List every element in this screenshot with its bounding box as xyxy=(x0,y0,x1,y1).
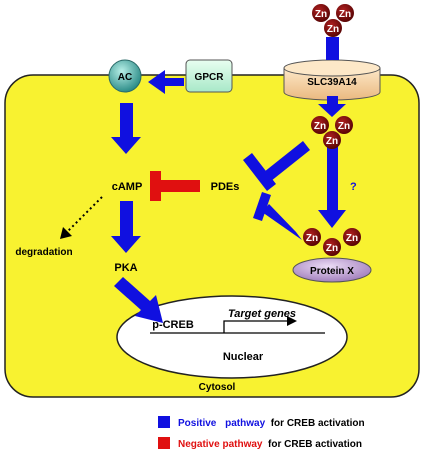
zinc-cluster-proteinx: Zn Zn Zn xyxy=(303,228,361,256)
zinc-label: Zn xyxy=(327,24,339,35)
transcription-arrow-head xyxy=(287,316,297,326)
pdes-label: PDEs xyxy=(211,181,240,193)
inhibition-proteinx-to-pdes xyxy=(262,204,302,240)
nuclear-label: Nuclear xyxy=(223,351,264,363)
legend-negative-rest: for CREB activation xyxy=(265,439,362,450)
legend-positive-pathway: pathway xyxy=(225,418,265,429)
inhibition-zinc-to-pdes-bar xyxy=(243,153,276,191)
zinc-cluster-extracellular: Zn Zn Zn xyxy=(312,4,354,37)
zinc-label: Zn xyxy=(326,136,338,147)
inhibition-pdes-to-camp-bar xyxy=(150,171,161,201)
zinc-label: Zn xyxy=(314,121,326,132)
degradation-label: degradation xyxy=(15,247,72,258)
gpcr-label: GPCR xyxy=(195,72,225,83)
zinc-cluster-intracellular: Zn Zn Zn xyxy=(311,116,353,149)
legend-positive-keyword: Positive xyxy=(178,418,217,429)
inhibition-proteinx-to-pdes-bar xyxy=(253,192,271,221)
zinc-label: Zn xyxy=(315,9,327,20)
legend-negative-text: Negative pathway for CREB activation xyxy=(178,439,362,450)
legend: Positive pathway for CREB activation Neg… xyxy=(158,416,365,450)
legend-negative-swatch xyxy=(158,437,170,449)
cytosol-label: Cytosol xyxy=(199,382,236,393)
arrow-zn-into-transporter xyxy=(326,37,339,60)
inhibition-zinc-to-pdes xyxy=(259,141,310,185)
zinc-label: Zn xyxy=(326,243,338,254)
target-genes-label: Target genes xyxy=(228,308,296,320)
ac-sphere xyxy=(108,59,142,93)
arrow-gpcr-to-ac xyxy=(148,70,184,94)
pcreb-label: p-CREB xyxy=(152,319,194,331)
transcription-arrow xyxy=(223,320,290,333)
pka-label: PKA xyxy=(114,262,137,274)
arrow-camp-to-degradation-head xyxy=(60,227,72,239)
zinc-label: Zn xyxy=(306,233,318,244)
arrow-transporter-to-zinc xyxy=(318,96,346,117)
arrow-camp-to-degradation xyxy=(66,196,103,233)
arrow-pka-to-pcreb xyxy=(114,277,163,323)
gpcr-box xyxy=(185,59,233,93)
arrow-zinc-to-proteinx xyxy=(318,140,346,228)
nucleus xyxy=(116,295,348,379)
arrow-ac-to-camp xyxy=(111,103,141,154)
unknown-link-label: ? xyxy=(350,181,357,193)
inhibition-pdes-to-camp xyxy=(160,180,200,192)
zinc-label: Zn xyxy=(346,233,358,244)
zinc-label: Zn xyxy=(338,121,350,132)
legend-negative-keyword: Negative pathway xyxy=(178,439,263,450)
legend-positive-rest: for CREB activation xyxy=(268,418,365,429)
slc39a14-label: SLC39A14 xyxy=(307,77,357,88)
arrow-camp-to-pka xyxy=(111,201,141,253)
protein-x-label: Protein X xyxy=(310,266,354,277)
legend-positive-text: Positive pathway for CREB activation xyxy=(178,418,365,429)
ac-label: AC xyxy=(118,72,132,83)
legend-positive-swatch xyxy=(158,416,170,428)
zinc-label: Zn xyxy=(339,9,351,20)
camp-label: cAMP xyxy=(112,181,143,193)
protein-x-ellipse xyxy=(292,257,372,283)
